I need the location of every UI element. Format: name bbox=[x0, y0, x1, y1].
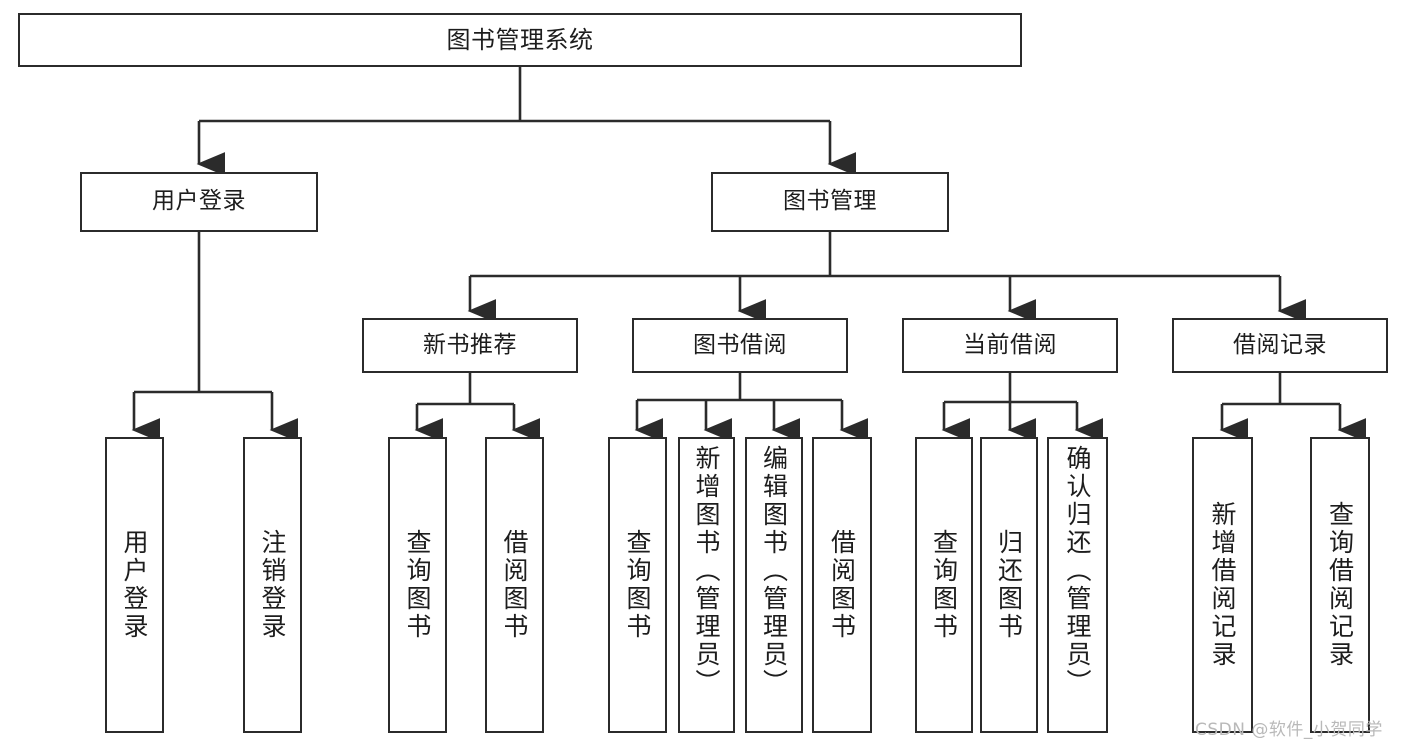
node-label: 查询图书 bbox=[929, 529, 959, 641]
node-label: 查询图书 bbox=[403, 529, 432, 641]
node-label: 新增图书（管理员） bbox=[692, 445, 721, 697]
leaf-current-borrow-return-book[interactable]: 归还图书 bbox=[980, 437, 1038, 733]
node-current-borrow[interactable]: 当前借阅 bbox=[902, 318, 1118, 373]
node-root-book-management-system[interactable]: 图书管理系统 bbox=[18, 13, 1022, 67]
csdn-watermark: CSDN @软件_小贺同学 bbox=[1195, 720, 1383, 740]
node-book-management[interactable]: 图书管理 bbox=[711, 172, 949, 232]
leaf-book-borrow-query-book[interactable]: 查询图书 bbox=[608, 437, 667, 733]
node-new-book-recommend[interactable]: 新书推荐 bbox=[362, 318, 578, 373]
leaf-borrow-record-query-record[interactable]: 查询借阅记录 bbox=[1310, 437, 1370, 733]
node-label: 当前借阅 bbox=[963, 331, 1057, 358]
node-user-login[interactable]: 用户登录 bbox=[80, 172, 318, 232]
node-label: 借阅记录 bbox=[1233, 331, 1327, 358]
node-label: 图书管理 bbox=[783, 188, 877, 215]
node-label: 图书管理系统 bbox=[446, 25, 594, 54]
leaf-new-book-query-book[interactable]: 查询图书 bbox=[388, 437, 447, 733]
node-label: 新增借阅记录 bbox=[1208, 501, 1237, 669]
leaf-book-borrow-edit-book-admin[interactable]: 编辑图书（管理员） bbox=[745, 437, 803, 733]
node-borrow-record[interactable]: 借阅记录 bbox=[1172, 318, 1388, 373]
node-label: 确认归还（管理员） bbox=[1063, 445, 1092, 697]
node-label: 用户登录 bbox=[120, 529, 149, 641]
node-label: 查询借阅记录 bbox=[1325, 501, 1355, 669]
node-label: 注销登录 bbox=[258, 529, 287, 641]
node-label: 图书借阅 bbox=[693, 331, 787, 358]
node-label: 归还图书 bbox=[994, 529, 1024, 641]
node-label: 编辑图书（管理员） bbox=[759, 445, 789, 697]
leaf-new-book-borrow-book[interactable]: 借阅图书 bbox=[485, 437, 544, 733]
leaf-current-borrow-query-book[interactable]: 查询图书 bbox=[915, 437, 973, 733]
leaf-book-borrow-borrow-book[interactable]: 借阅图书 bbox=[812, 437, 872, 733]
node-label: 查询图书 bbox=[623, 529, 652, 641]
leaf-current-borrow-confirm-return-admin[interactable]: 确认归还（管理员） bbox=[1047, 437, 1108, 733]
leaf-user-login-login[interactable]: 用户登录 bbox=[105, 437, 164, 733]
node-label: 用户登录 bbox=[152, 188, 246, 215]
node-label: 新书推荐 bbox=[423, 331, 517, 358]
node-book-borrow[interactable]: 图书借阅 bbox=[632, 318, 848, 373]
leaf-book-borrow-add-book-admin[interactable]: 新增图书（管理员） bbox=[678, 437, 735, 733]
leaf-borrow-record-add-record[interactable]: 新增借阅记录 bbox=[1192, 437, 1253, 733]
leaf-user-login-logout[interactable]: 注销登录 bbox=[243, 437, 302, 733]
node-label: 借阅图书 bbox=[827, 529, 857, 641]
node-label: 借阅图书 bbox=[500, 529, 529, 641]
